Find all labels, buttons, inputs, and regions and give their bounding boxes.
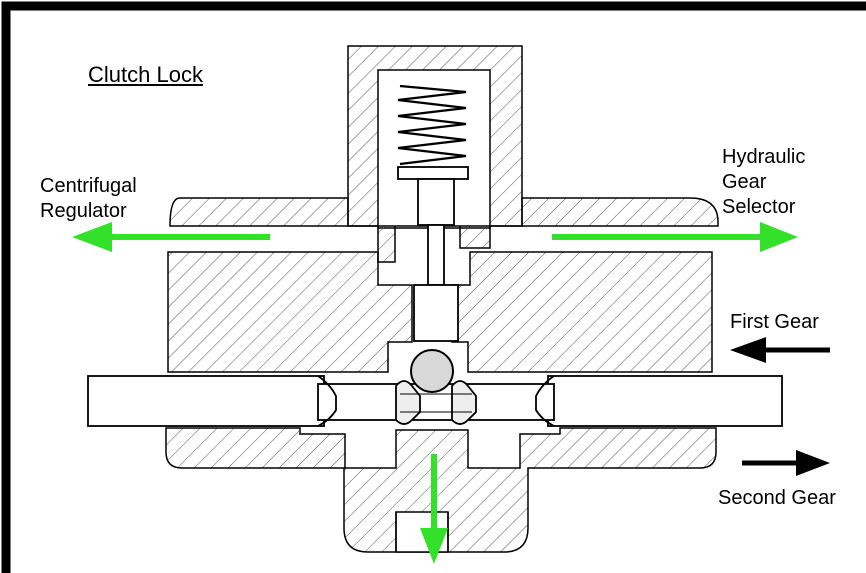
shift-rod-center	[317, 383, 555, 421]
label-line: Regulator	[40, 200, 127, 222]
lock-ball	[410, 349, 454, 393]
label-line: Hydraulic	[722, 146, 806, 168]
label-centrifugal-regulator: Centrifugal Regulator	[40, 174, 137, 224]
upper-flange	[169, 197, 719, 263]
second-gear-arrow	[796, 450, 830, 476]
flow-arrows	[72, 222, 798, 564]
label-first-gear: First Gear	[730, 311, 819, 333]
rod-groove-right	[451, 380, 477, 425]
label-line: Centrifugal	[40, 175, 137, 197]
plunger	[397, 166, 469, 342]
lower-flange	[165, 427, 717, 553]
shift-rods	[87, 375, 783, 427]
flow-arrow-left	[72, 222, 112, 252]
middle-block-left	[167, 251, 413, 373]
first-gear-arrow	[730, 337, 766, 363]
label-second-gear: Second Gear	[718, 487, 836, 509]
shift-rod-right	[547, 375, 783, 427]
flow-arrow-right	[760, 222, 798, 252]
label-line: Selector	[722, 196, 796, 218]
middle-block-right	[451, 251, 713, 373]
label-line: Gear	[722, 171, 767, 193]
spring	[397, 84, 467, 166]
diagram-title: Clutch Lock	[88, 62, 203, 87]
label-hydraulic-gear-selector: Hydraulic Gear Selector	[722, 145, 805, 220]
flow-arrow-down	[420, 528, 448, 564]
motion-arrows	[730, 337, 830, 476]
shift-rod-left	[87, 375, 325, 427]
